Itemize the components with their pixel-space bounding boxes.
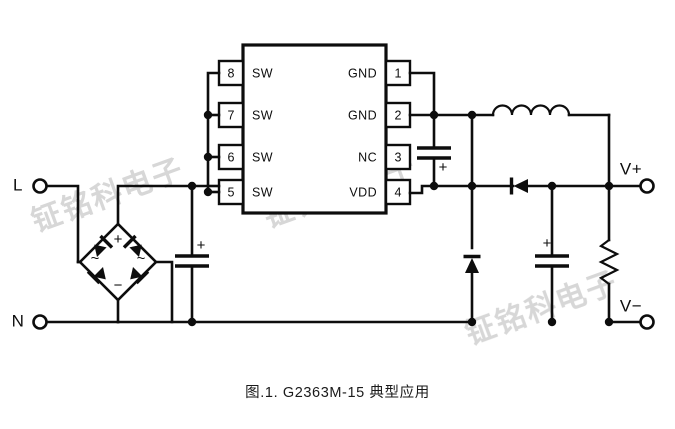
ic-pin-6-label: SW — [252, 150, 273, 164]
input-bulk-capacitor: + — [175, 181, 209, 327]
ic-pin-5-number: 5 — [228, 185, 235, 199]
bridge-output-wiring — [116, 184, 210, 324]
ic-pin-8-label: SW — [252, 66, 273, 80]
ic-pin-7-number: 7 — [228, 108, 235, 122]
input-cap-polarity-label: + — [197, 237, 206, 254]
terminal-N-label: N — [12, 311, 25, 330]
ic-pin-3-number: 3 — [395, 150, 402, 164]
terminal-L — [32, 178, 48, 194]
terminal-Vminus — [639, 314, 655, 330]
junction-dot — [203, 187, 213, 197]
junction-dot — [203, 110, 213, 120]
bridge-ac-right-label: ~ — [137, 250, 146, 267]
bridge-diode-upper-right — [122, 234, 142, 257]
vdd-cap-polarity-label: + — [439, 159, 448, 176]
terminal-Vminus-label: V− — [620, 296, 642, 315]
input-terminals: L N — [12, 175, 48, 330]
watermark-text: 钲铭科电子 — [27, 153, 189, 239]
ic-pin-6-number: 6 — [228, 150, 235, 164]
output-cap-polarity-label: + — [543, 235, 552, 252]
bridge-diode-lower-right — [130, 267, 150, 285]
ic-pin-2-number: 2 — [395, 108, 402, 122]
diode-triangle — [513, 179, 528, 193]
junction-dot — [187, 181, 197, 191]
bridge-diode-upper-left — [94, 234, 114, 257]
freewheel-diode — [463, 113, 481, 327]
ic-right-wiring: + — [408, 71, 474, 195]
ic-pin-4-label: VDD — [349, 185, 377, 199]
junction-dot — [467, 317, 477, 327]
ic-pin-6: 6 SW — [217, 143, 273, 171]
ic-pin-5-label: SW — [252, 185, 273, 199]
junction-dot — [187, 317, 197, 327]
figure-caption: 图.1. G2363M-15 典型应用 — [245, 385, 430, 401]
ic-pin-7-label: SW — [252, 108, 273, 122]
junction-dot — [203, 152, 213, 162]
bridge-minus-label: − — [114, 277, 123, 294]
ic-pin-4-number: 4 — [395, 185, 402, 199]
ic-pin-3: 3 NC — [358, 143, 412, 171]
terminal-L-label: L — [13, 175, 23, 194]
output-capacitor: + — [535, 181, 569, 327]
ic-pin-8-number: 8 — [228, 66, 235, 80]
ic-right-pins: 1 GND 2 GND 3 NC 4 VDD — [348, 59, 412, 206]
inductor — [467, 104, 611, 188]
dc-rails — [116, 184, 474, 324]
ic-body — [241, 43, 388, 215]
ic-pin-5: 5 SW — [217, 178, 273, 206]
ic-pin-3-label: NC — [358, 150, 377, 164]
load-resistor — [598, 181, 620, 327]
bridge-diode-lower-left — [86, 267, 106, 285]
output-terminals: V+ V− — [607, 159, 655, 330]
ic-package — [241, 43, 388, 215]
diode-triangle — [465, 258, 479, 273]
ic-pin-1-number: 1 — [395, 66, 402, 80]
ic-pin-2: 2 GND — [348, 101, 412, 129]
ic-pin-1-label: GND — [348, 66, 377, 80]
watermark-text: 钲铭科电子 — [461, 266, 623, 352]
sw-bus-wiring — [203, 71, 221, 197]
terminal-Vplus-label: V+ — [620, 159, 642, 178]
series-diode — [470, 177, 611, 195]
junction-dot — [547, 317, 557, 327]
bridge-ac-left-label: ~ — [91, 250, 100, 267]
ic-pin-2-label: GND — [348, 108, 377, 122]
terminal-Vplus — [639, 178, 655, 194]
bridge-rectifier: + − ~ ~ — [78, 222, 158, 302]
terminal-N — [32, 314, 48, 330]
ic-pin-1: 1 GND — [348, 59, 412, 87]
bridge-plus-label: + — [114, 231, 123, 248]
